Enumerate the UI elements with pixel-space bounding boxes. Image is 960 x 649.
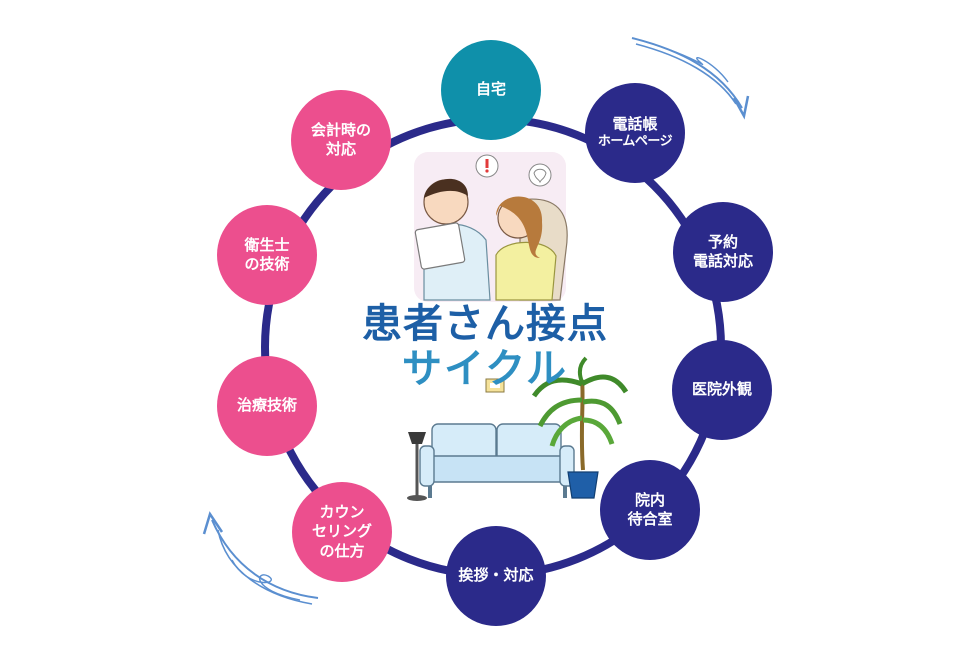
consultation-illustration (414, 152, 568, 302)
node-counseling-line-2: セリング (311, 522, 372, 541)
node-home: 自宅 (441, 40, 541, 140)
title-line-1: 患者さん接点 (362, 301, 608, 347)
node-payment-line-2: 対応 (325, 140, 356, 158)
node-exterior-line-1: 医院外観 (691, 380, 752, 399)
node-payment-line-1: 会計時の (310, 120, 371, 139)
floor-lamp-illustration (407, 432, 427, 501)
node-hygienist-skill: 衛生士 の技術 (217, 205, 317, 305)
node-phonebook-line-2: ホームページ (597, 134, 673, 150)
node-home-line-1: 自宅 (475, 80, 506, 99)
node-greeting-line-1: 挨拶・対応 (458, 566, 534, 585)
node-hygienist-line-2: の技術 (244, 255, 290, 273)
node-treatment-line-1: 治療技術 (236, 396, 297, 415)
node-greeting: 挨拶・対応 (446, 526, 546, 626)
node-phonebook-line-1: 電話帳 (612, 114, 658, 133)
arrow-bottom-left-icon (202, 511, 319, 605)
potted-plant-illustration (531, 356, 629, 499)
node-waiting-room: 院内 待合室 (600, 460, 700, 560)
node-waiting-line-1: 院内 (634, 490, 665, 509)
node-payment: 会計時の 対応 (291, 90, 391, 190)
node-reservation-line-1: 予約 (707, 232, 738, 251)
node-clinic-exterior: 医院外観 (672, 340, 772, 440)
node-counseling-line-3: の仕方 (319, 541, 365, 560)
node-reservation-phone: 予約 電話対応 (673, 202, 773, 302)
node-treatment-skill: 治療技術 (217, 356, 317, 456)
node-counseling: カウン セリング の仕方 (292, 482, 392, 582)
title-line-2: サイクル (402, 346, 568, 392)
node-phonebook-homepage: 電話帳 ホームページ (585, 83, 685, 183)
node-hygienist-line-1: 衛生士 (244, 235, 290, 254)
node-waiting-line-2: 待合室 (627, 510, 673, 528)
sign-icon (485, 378, 505, 393)
sofa-illustration (419, 423, 575, 498)
diagram-title: 患者さん接点 サイクル (340, 302, 630, 392)
node-reservation-line-2: 電話対応 (692, 252, 753, 270)
arrow-top-right-icon (631, 37, 750, 120)
node-counseling-line-1: カウン (319, 502, 365, 521)
